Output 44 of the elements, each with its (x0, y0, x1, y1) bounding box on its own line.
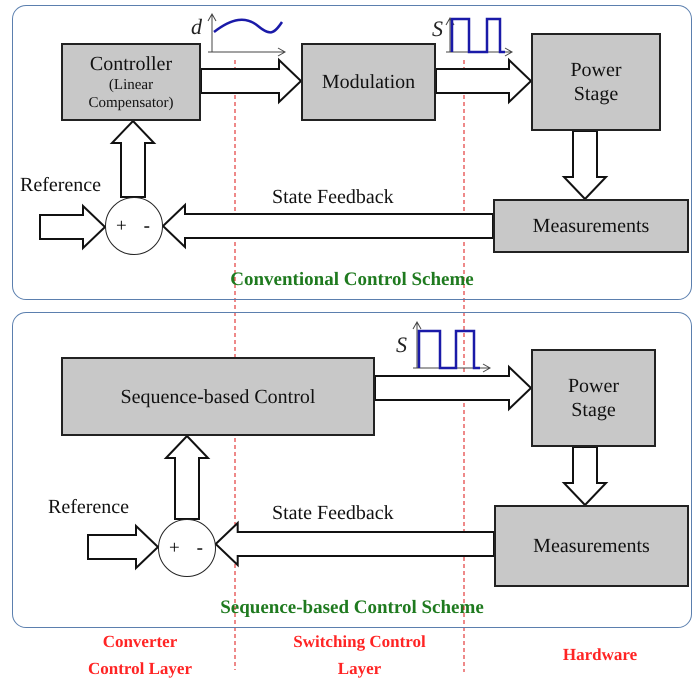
block-arrow (214, 520, 495, 568)
sign-symbol: + (116, 216, 127, 236)
signal-symbol: d (191, 14, 202, 40)
block-arrow (200, 58, 302, 104)
scheme-title: Conventional Control Scheme (230, 269, 474, 290)
block-arrow (374, 364, 532, 412)
process-box (531, 33, 661, 131)
block-arrow (39, 204, 106, 250)
process-box (493, 199, 689, 253)
signal-symbol: S (396, 332, 407, 358)
process-box (301, 43, 436, 121)
box-label: Measurements (533, 534, 650, 558)
process-box (531, 349, 656, 447)
box-label: Power Stage (566, 374, 620, 422)
edge-label: State Feedback (272, 186, 394, 209)
layer-label: Switching Control Layer (292, 631, 427, 680)
block-arrow (562, 130, 608, 200)
sign-symbol: - (144, 216, 150, 236)
edge-label: Reference (48, 496, 130, 519)
box-label: Modulation (322, 70, 416, 94)
sign-symbol: - (196, 538, 203, 558)
layer-label: Hardware (562, 644, 638, 666)
layer-label: Converter Control Layer (86, 631, 194, 680)
edge-label: Reference (20, 174, 102, 197)
signal-symbol: S (432, 16, 443, 42)
block-arrow (162, 202, 494, 250)
scheme-panel (12, 5, 692, 300)
process-box (61, 43, 201, 121)
box-label: Power Stage (569, 58, 623, 106)
box-label: Measurements (532, 214, 650, 238)
block-arrow (164, 434, 210, 520)
scheme-title: Sequence-based Control Scheme (220, 597, 484, 618)
scheme-panel (12, 312, 692, 628)
block-arrow (435, 58, 532, 104)
process-box (494, 505, 689, 587)
block-arrow (87, 524, 160, 570)
sign-symbol: + (169, 538, 180, 558)
process-box (61, 357, 375, 436)
block-arrow (562, 446, 608, 506)
edge-label: State Feedback (272, 502, 394, 525)
box-label: Sequence-based Control (120, 384, 316, 408)
block-arrow (110, 120, 156, 198)
box-label: (Linear Compensator) (88, 76, 174, 112)
box-label: Controller (90, 52, 172, 76)
